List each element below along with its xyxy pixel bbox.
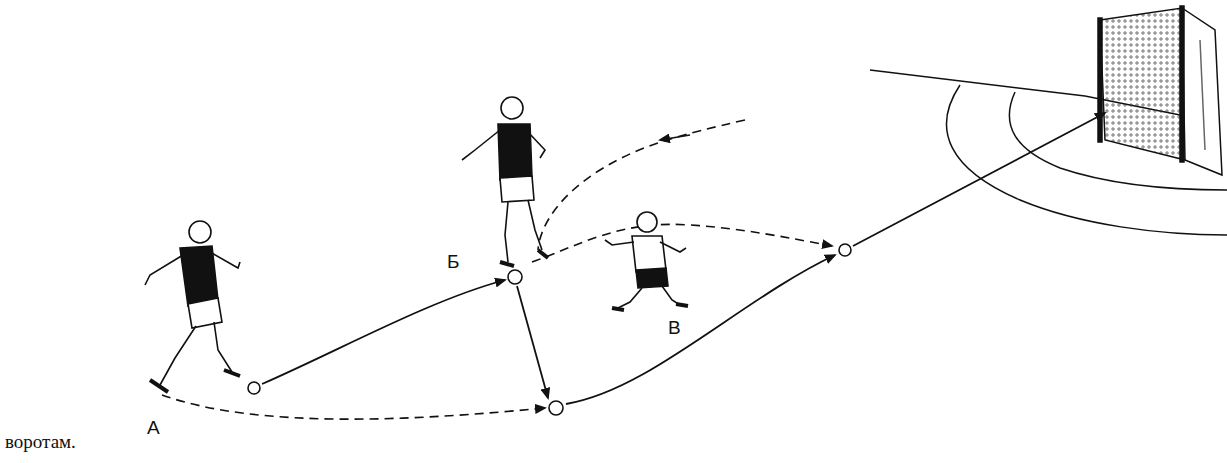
ball-pass [262, 113, 1105, 404]
player-letter: Б [447, 252, 459, 271]
player-figure [462, 97, 548, 266]
goal [870, 6, 1227, 235]
caption-fragment: воротам. [5, 432, 76, 451]
player-figure [605, 212, 688, 310]
player-letter: А [147, 418, 160, 437]
player-letter: В [668, 318, 681, 337]
player-figure [145, 221, 240, 392]
ball [248, 244, 851, 415]
player-run [162, 120, 832, 419]
